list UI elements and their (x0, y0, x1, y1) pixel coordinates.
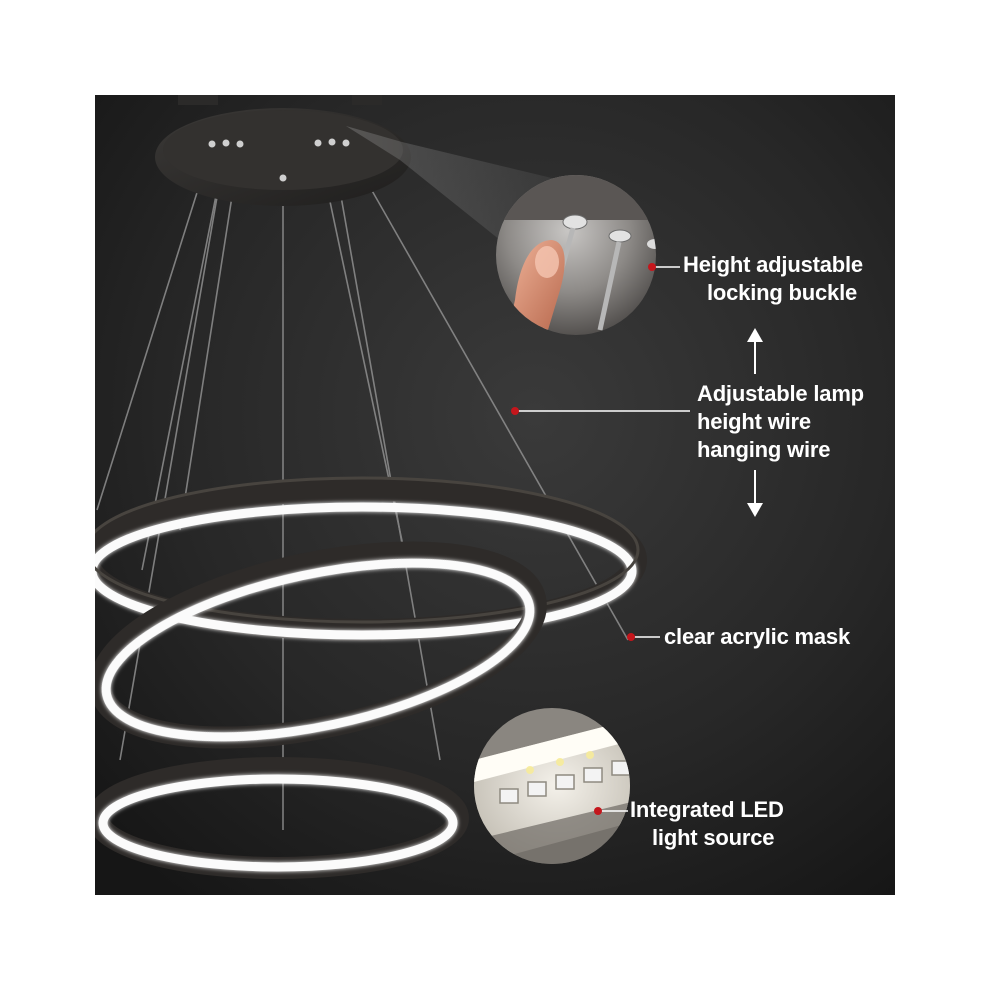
callout-buckle: Height adjustable locking buckle (683, 251, 863, 307)
ring-bottom (95, 757, 469, 879)
callout-mask-text: clear acrylic mask (664, 624, 850, 649)
callout-wire-line3: hanging wire (697, 437, 831, 462)
ring-top (95, 476, 647, 641)
marker-buckle (648, 263, 656, 271)
marker-mask (627, 633, 635, 641)
callout-buckle-line1: Height adjustable (683, 252, 863, 277)
callout-mask: clear acrylic mask (664, 623, 850, 651)
callout-led-line1: Integrated LED (630, 797, 784, 822)
callout-led-line2: light source (652, 825, 775, 850)
zoom-beam (346, 126, 560, 240)
callout-buckle-line2: locking buckle (707, 280, 858, 305)
marker-led (594, 807, 602, 815)
callout-markers (511, 263, 656, 815)
callout-led: Integrated LED light source (630, 796, 784, 852)
callout-wire-line2: height wire (697, 409, 811, 434)
hanging-wires (96, 144, 629, 830)
ceiling-canopy (155, 95, 411, 206)
ring-middle (95, 541, 547, 749)
height-arrows (747, 328, 763, 517)
callout-wire-line1: Adjustable lamp (697, 381, 864, 406)
callout-leaders (515, 266, 690, 812)
callout-wire: Adjustable lamp height wire hanging wire (697, 380, 864, 464)
marker-wire (511, 407, 519, 415)
